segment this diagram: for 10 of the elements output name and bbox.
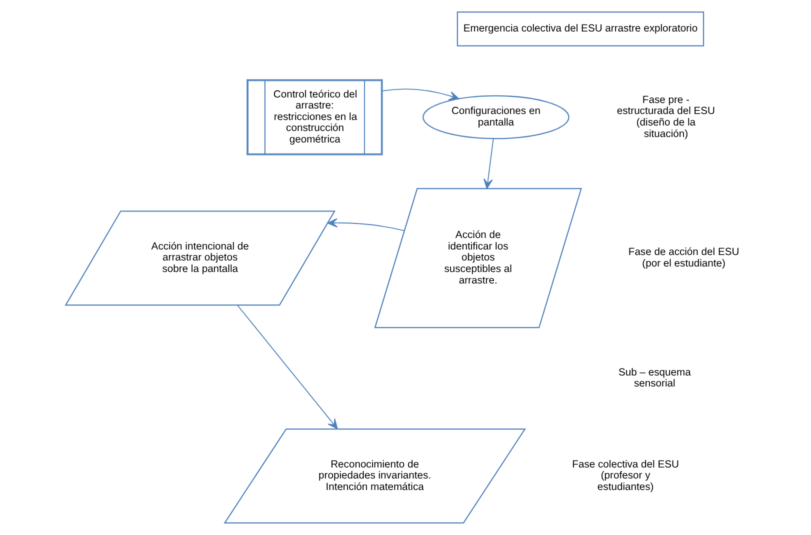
arrow <box>236 304 338 430</box>
label: Sub – esquema sensorial <box>618 367 690 390</box>
node-ellipse: Configuraciones en pantalla <box>422 95 569 140</box>
arrow <box>382 88 459 100</box>
node-box: Emergencia colectiva del ESU arrastre exploratorio <box>456 11 704 46</box>
label: Fase pre - estructurada del ESU (diseño de la situación) <box>616 94 715 140</box>
label: Fase de acción del ESU (por el estudiante) <box>628 247 739 270</box>
arrow <box>482 138 494 189</box>
arrow <box>326 218 404 232</box>
label: Fase colectiva del ESU (profesor y estudiantes) <box>572 459 678 493</box>
